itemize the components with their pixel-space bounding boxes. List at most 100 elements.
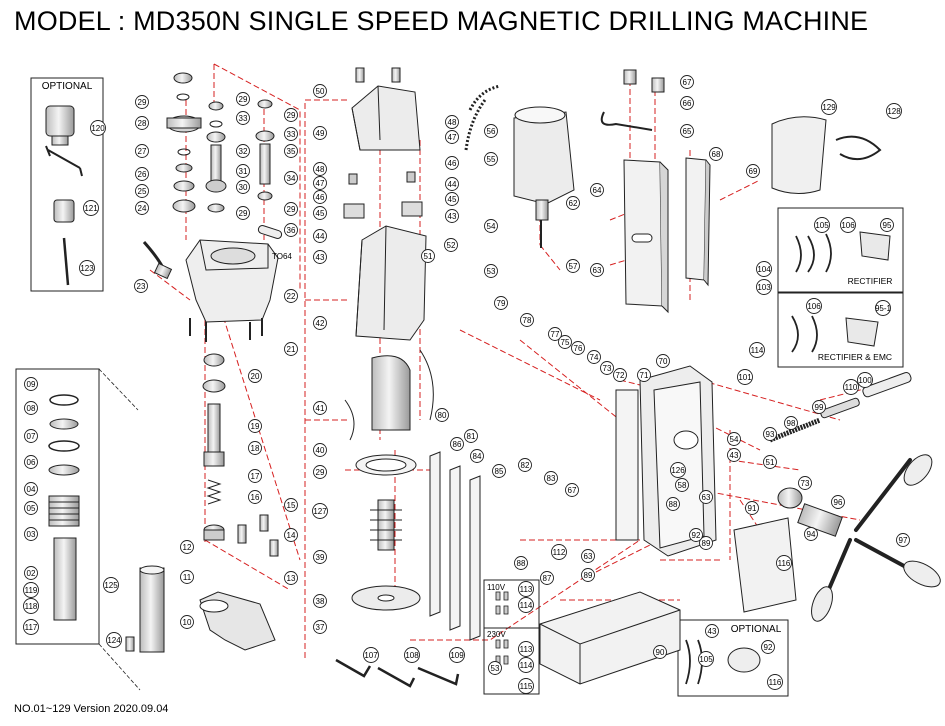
callout-58: 58 [675,478,689,492]
callout-number: 55 [487,155,496,164]
callout-63: 63 [581,549,595,563]
callout-number: 36 [287,226,296,235]
callout-126: 126 [670,462,686,478]
callout-number: 58 [678,481,687,490]
callout-number: 47 [316,179,325,188]
callout-15: 15 [284,498,298,512]
callout-87: 87 [540,571,554,585]
callout-20: 20 [248,369,262,383]
callout-number: 41 [316,404,325,413]
callout-106: 106 [840,217,856,233]
callout-29: 29 [236,92,250,106]
callout-10: 10 [180,615,194,629]
spindle-parts-icon [199,353,279,651]
callout-number: 24 [138,204,147,213]
diagram-title: MODEL : MD350N SINGLE SPEED MAGNETIC DRI… [14,6,869,36]
callout-43: 43 [705,624,719,638]
callout-number: 54 [487,222,496,231]
callout-48: 48 [445,115,459,129]
callout-121: 121 [83,200,99,216]
callout-53: 53 [484,264,498,278]
callout-91: 91 [745,501,759,515]
callout-108: 108 [404,647,420,663]
callout-number: 44 [448,180,457,189]
callout-number: 103 [757,283,771,292]
callout-number: 30 [239,183,248,192]
callout-number: 29 [287,111,296,120]
callout-66: 66 [680,96,694,110]
callout-112: 112 [551,544,567,560]
callout-97: 97 [896,533,910,547]
callout-18: 18 [248,441,262,455]
optional-bottom-label: OPTIONAL [731,624,782,635]
part-callouts: 1201211232928272625242933323130292933353… [23,75,910,694]
callout-number: 13 [287,574,296,583]
callout-51: 51 [421,249,435,263]
callout-number: 02 [27,569,36,578]
callout-77: 77 [548,327,562,341]
callout-30: 30 [236,180,250,194]
callout-82: 82 [518,458,532,472]
callout-number: 91 [748,504,757,513]
callout-07: 07 [24,429,38,443]
callout-22: 22 [284,289,298,303]
magnet-base-icon [539,591,681,685]
callout-number: 25 [138,187,147,196]
callout-44: 44 [445,177,459,191]
gear-housing-icon [142,239,279,342]
callout-96: 96 [831,495,845,509]
callout-number: 07 [27,432,36,441]
rectifier-emc-label: RECTIFIER & EMC [818,352,892,362]
callout-number: 70 [659,357,668,366]
callout-74: 74 [587,350,601,364]
callout-04: 04 [24,482,38,496]
callout-85: 85 [492,464,506,478]
callout-12: 12 [180,540,194,554]
callout-49: 49 [313,126,327,140]
diagram-labels: OPTIONAL OPTIONAL RECTIFIER RECTIFIER & … [42,81,893,639]
callout-number: 75 [561,338,570,347]
callout-17: 17 [248,469,262,483]
callout-50: 50 [313,84,327,98]
callout-75: 75 [558,335,572,349]
callout-110: 110 [843,379,859,395]
callout-118: 118 [23,598,39,614]
callout-number: 68 [712,150,721,159]
motor-parts-icon [344,67,434,611]
spindle-detail-box [15,368,141,691]
callout-34: 34 [284,171,298,185]
callout-number: 121 [84,204,98,213]
callout-number: 116 [769,678,782,687]
callout-number: 19 [251,422,260,431]
callout-105: 105 [698,651,714,667]
callout-number: 63 [702,493,711,502]
callout-number: 69 [749,167,758,176]
callout-100: 100 [857,372,873,388]
callout-number: 92 [692,531,701,540]
callout-72: 72 [613,368,627,382]
callout-number: 81 [467,432,476,441]
callout-number: 21 [287,345,296,354]
callout-40: 40 [313,443,327,457]
callout-06: 06 [24,455,38,469]
callout-29: 29 [284,202,298,216]
callout-number: 43 [730,451,739,460]
callout-number: 27 [138,147,147,156]
hex-keys-icon [335,658,460,688]
callout-45: 45 [313,206,327,220]
callout-43: 43 [445,209,459,223]
callout-number: 45 [316,209,325,218]
callout-number: 118 [25,602,38,611]
callout-92: 92 [689,528,703,542]
callout-number: 35 [287,147,296,156]
motor-cable-icon [464,84,501,151]
callout-number: 129 [822,103,836,112]
rectifier-parts-icon [791,231,891,353]
callout-107: 107 [363,647,379,663]
chip-guard-icon [771,116,882,194]
optional-top-label: OPTIONAL [42,81,93,92]
callout-number: 100 [858,376,872,385]
callout-number: 126 [671,466,685,475]
callout-64: 64 [590,183,604,197]
callout-number: 29 [287,205,296,214]
